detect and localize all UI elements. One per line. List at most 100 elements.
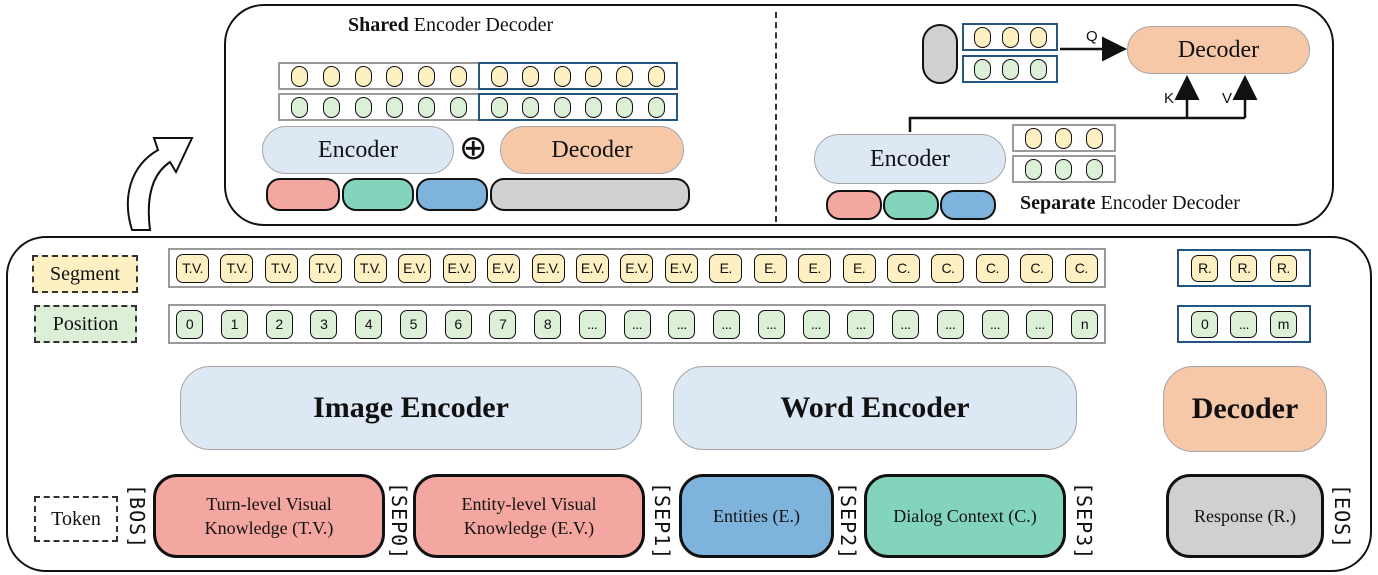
- main-decoder: Decoder: [1163, 366, 1327, 452]
- separate-context-block: [883, 190, 939, 220]
- separate-tv-block: [826, 190, 882, 220]
- seg-chip: E.V.: [398, 253, 432, 283]
- seg-chip: E.: [798, 253, 832, 283]
- bottom-panel: [6, 236, 1372, 572]
- dialog-token-block: Dialog Context (C.): [864, 474, 1066, 558]
- shared-context-block: [342, 178, 414, 211]
- seg-chip: E.: [753, 253, 787, 283]
- seg-chip: C.: [887, 253, 920, 283]
- sep1-token: [SEP1]: [650, 482, 674, 561]
- top-panel: [224, 4, 1334, 226]
- pos-chip: 5: [399, 309, 427, 339]
- shared-title: Shared Encoder Decoder: [348, 14, 554, 36]
- word-encoder: Word Encoder: [673, 366, 1077, 450]
- seg-chip: T.V.: [264, 253, 298, 283]
- seg-chip: C.: [1064, 253, 1098, 283]
- seg-chip: E.V.: [442, 253, 476, 283]
- seg-chip: T.V.: [176, 253, 209, 283]
- pos-chip: ...: [981, 309, 1009, 339]
- sep2-token: [SEP2]: [836, 482, 860, 561]
- rpos-chip: ...: [1230, 310, 1258, 338]
- v-label: V: [1222, 90, 1233, 107]
- shared-segment-row: [278, 62, 480, 90]
- curved-up-arrow-icon: [126, 137, 194, 231]
- q-label: Q: [1086, 28, 1098, 45]
- separate-decoder: Decoder: [1127, 26, 1310, 74]
- bos-token: [BOS]: [125, 484, 149, 550]
- pos-chip: 8: [534, 309, 561, 339]
- seg-chip: C.: [931, 253, 965, 283]
- seg-chip: T.V.: [353, 253, 387, 283]
- shared-position-row: [278, 93, 480, 121]
- shared-segment-row-decoder: [478, 62, 678, 90]
- seg-chip: E.V.: [487, 253, 521, 283]
- separate-response-block: [922, 24, 958, 84]
- pos-chip: ...: [802, 309, 830, 339]
- seg-chip: E.V.: [664, 253, 698, 283]
- sep0-token: [SEP0]: [387, 482, 411, 561]
- pos-chip: 0: [176, 309, 203, 339]
- segment-label: Segment: [32, 255, 138, 293]
- seg-chip: E.: [842, 253, 876, 283]
- rseg-chip: R.: [1269, 254, 1297, 282]
- pos-chip: ...: [668, 309, 696, 339]
- rseg-chip: R.: [1230, 254, 1258, 282]
- position-label: Position: [34, 305, 137, 343]
- kv-connector: [908, 116, 1245, 132]
- shared-encoder: Encoder: [262, 126, 454, 174]
- pos-chip: ...: [936, 309, 964, 339]
- shared-tv-block: [266, 178, 340, 211]
- pos-chip: 7: [489, 309, 517, 339]
- seg-chip: E.V.: [575, 253, 609, 283]
- pos-chip: 4: [355, 309, 382, 339]
- pos-chip: 3: [310, 309, 338, 339]
- seg-chip: E.V.: [620, 253, 654, 283]
- rseg-chip: R.: [1191, 254, 1219, 282]
- pos-chip: 1: [220, 309, 248, 339]
- k-label: K: [1164, 90, 1175, 107]
- seg-chip: E.: [709, 253, 743, 283]
- seg-chip: T.V.: [220, 253, 254, 283]
- seg-chip: C.: [975, 253, 1009, 283]
- shared-position-row-decoder: [478, 93, 678, 121]
- pos-chip: 6: [444, 309, 472, 339]
- pos-chip: n: [1071, 309, 1098, 339]
- separate-decoder-segment-row: [962, 23, 1058, 51]
- separate-encoder: Encoder: [814, 134, 1006, 184]
- seg-chip: T.V.: [309, 253, 343, 283]
- image-encoder: Image Encoder: [180, 366, 642, 450]
- token-label: Token: [34, 496, 118, 542]
- segment-row: T.V. T.V. T.V. T.V. T.V. E.V. E.V. E.V. E.V. E.V.…: [168, 248, 1106, 288]
- sep3-token: [SEP3]: [1072, 482, 1096, 561]
- response-position-row: 0... m: [1177, 305, 1311, 343]
- response-token-block: Response (R.): [1166, 474, 1324, 558]
- eos-token: [EOS]: [1330, 484, 1354, 550]
- separate-decoder-position-row: [962, 55, 1058, 83]
- pos-chip: ...: [623, 309, 651, 339]
- shared-decoder: Decoder: [500, 126, 684, 174]
- pos-chip: ...: [757, 309, 785, 339]
- seg-chip: E.V.: [531, 253, 565, 283]
- pos-chip: ...: [713, 309, 740, 339]
- shared-response-block: [490, 178, 690, 211]
- pos-chip: 2: [265, 309, 293, 339]
- rpos-chip: 0: [1191, 310, 1219, 338]
- separate-title: Separate Encoder Decoder: [1020, 192, 1240, 214]
- seg-chip: C.: [1020, 253, 1054, 283]
- separate-encoder-segment-row: [1012, 124, 1116, 152]
- pos-chip: ...: [1026, 309, 1054, 339]
- pos-chip: ...: [892, 309, 919, 339]
- pos-chip: ...: [847, 309, 875, 339]
- entities-token-block: Entities (E.): [679, 474, 834, 558]
- shared-entities-block: [416, 178, 488, 211]
- response-segment-row: R. R. R.: [1177, 249, 1311, 287]
- separate-entities-block: [940, 190, 996, 220]
- pos-chip: ...: [578, 309, 606, 339]
- oplus-icon: ⊕: [459, 128, 488, 168]
- separate-encoder-position-row: [1012, 155, 1116, 183]
- rpos-chip: m: [1269, 310, 1297, 338]
